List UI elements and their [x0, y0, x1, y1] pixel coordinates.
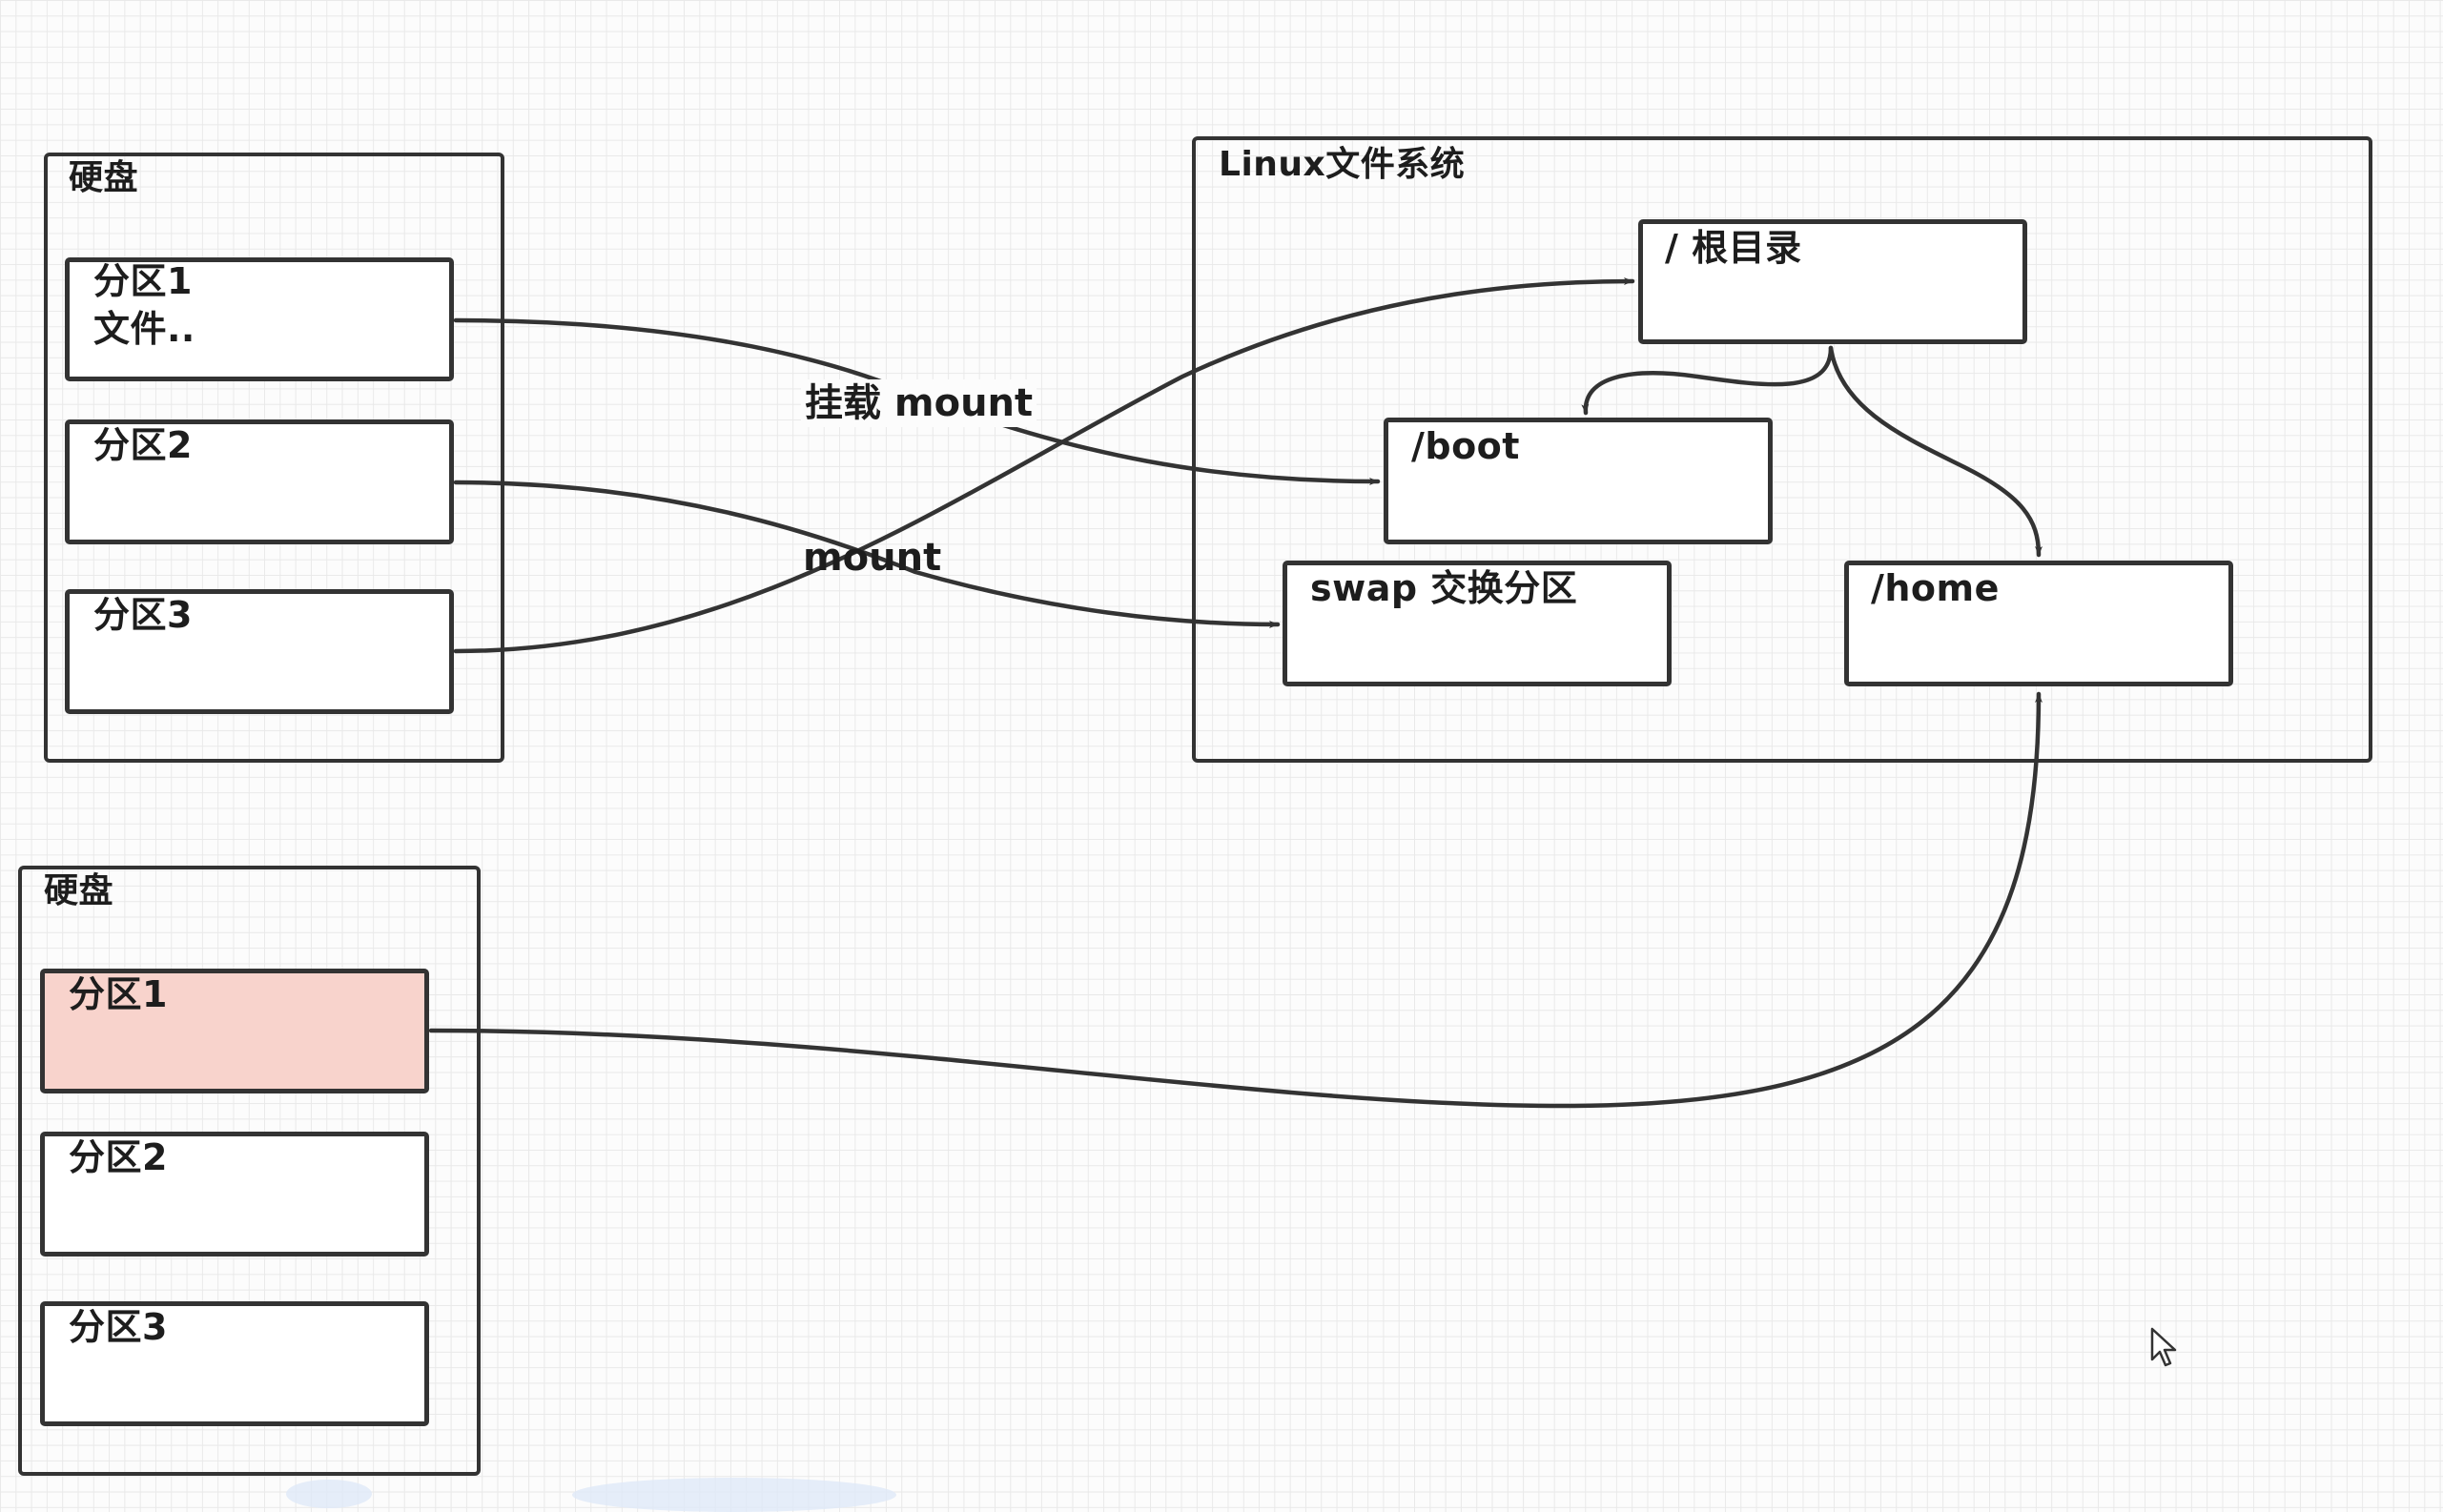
- edge-label-mount-cn: 挂载 mount: [801, 379, 1037, 427]
- disk-bottom-partition-3[interactable]: [40, 1301, 429, 1426]
- disk-bottom-partition-2[interactable]: [40, 1132, 429, 1257]
- disk-bottom-partition-2-label: 分区2: [69, 1136, 168, 1178]
- mouse-cursor-icon: [2150, 1327, 2177, 1367]
- disk-bottom-partition-1-label: 分区1: [69, 973, 168, 1015]
- root-dir-label: / 根目录: [1665, 227, 1802, 269]
- disk-bottom-partition-3-label: 分区3: [69, 1306, 168, 1348]
- edge-bottom-partition1-to-home: [428, 691, 2043, 1109]
- disk-top-title: 硬盘: [69, 158, 139, 197]
- disk-group-bottom[interactable]: [18, 866, 481, 1476]
- boot-dir-node[interactable]: [1384, 418, 1773, 544]
- disk-top-partition-1[interactable]: [65, 257, 454, 381]
- linux-fs-title: Linux文件系统: [1219, 145, 1466, 184]
- home-dir-label: /home: [1871, 567, 2000, 609]
- boot-dir-label: /boot: [1411, 425, 1520, 467]
- disk-group-top[interactable]: [44, 153, 504, 763]
- swap-node[interactable]: [1283, 561, 1672, 686]
- edge-partition3-to-root: [453, 277, 1635, 654]
- swap-label: swap 交换分区: [1310, 567, 1578, 609]
- edge-root-to-home: [1828, 345, 2043, 558]
- disk-top-partition-2[interactable]: [65, 419, 454, 544]
- edge-partition2-to-swap: [453, 480, 1281, 628]
- disk-top-partition-1-label: 分区1 文件..: [93, 260, 195, 350]
- disk-top-partition-2-label: 分区2: [93, 424, 193, 466]
- home-dir-node[interactable]: [1844, 561, 2233, 686]
- disk-bottom-partition-1[interactable]: [40, 969, 429, 1093]
- disk-top-partition-3[interactable]: [65, 589, 454, 714]
- linux-fs-group[interactable]: [1192, 136, 2372, 763]
- root-dir-node[interactable]: [1638, 219, 2027, 344]
- disk-bottom-title: 硬盘: [44, 871, 114, 910]
- edge-root-to-boot: [1581, 345, 1834, 416]
- disk-top-partition-3-label: 分区3: [93, 594, 193, 636]
- edge-label-mount: mount: [803, 536, 942, 580]
